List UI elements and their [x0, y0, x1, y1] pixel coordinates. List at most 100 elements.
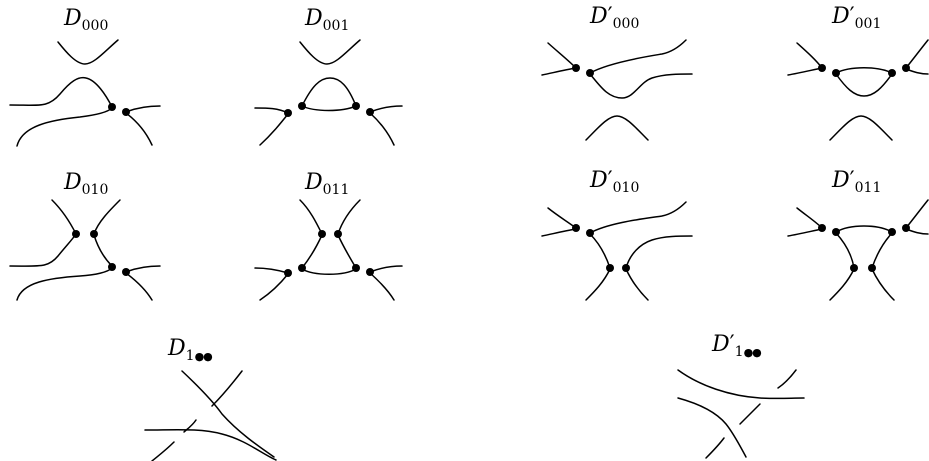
Dprime000-bottom-cap-strand: [585, 115, 649, 141]
label-D1: D1●●: [168, 336, 213, 364]
Dprime001-vertex-dot: [818, 64, 826, 72]
Dprime001-vertex-dot: [888, 69, 896, 77]
Dprime010-left-lower-strand: [541, 228, 577, 237]
D011-vertex-dot: [352, 264, 360, 272]
D001-loop-top: [301, 77, 357, 107]
Dprime001-left-lower-strand: [787, 67, 823, 76]
Dprime011-left-lower-strand: [787, 228, 823, 237]
Dprime001-right-upper-strand: [905, 39, 929, 69]
diagram-D000: [9, 39, 161, 147]
Dprime011-vertex-dot: [832, 228, 840, 236]
Dprime011-right-inner-strand: [871, 232, 893, 269]
label-Dprime010: D′010: [590, 168, 640, 196]
D010-right-lower-strand: [125, 272, 153, 301]
Dprime010-upper-strand: [589, 201, 687, 234]
diagram-Dprime1: [677, 369, 805, 459]
diagram-Dprime010: [541, 201, 693, 301]
Dprime011-left-bottom-strand: [829, 268, 855, 301]
D011-bottom-bridge-strand: [301, 268, 357, 275]
label-D001: D001: [305, 6, 350, 34]
Dprime000-left-upper-strand: [547, 42, 577, 69]
D001-vertex-dot: [284, 109, 292, 117]
D011-left-lower-strand: [259, 273, 289, 301]
label-Dprime1: D′1●●: [712, 332, 762, 360]
diagram-D011: [254, 199, 403, 301]
D010-left-upper-strand: [51, 199, 77, 235]
D010-right-mid-strand: [125, 265, 161, 273]
diagram-Dprime001: [787, 39, 929, 141]
Dprime010-left-upper-strand: [547, 207, 577, 229]
Dprime1-under-segment-upper: [777, 369, 797, 389]
Dprime001-vertex-dot: [832, 69, 840, 77]
D001-vertex-dot: [298, 102, 306, 110]
D1-under-segment-upper: [211, 370, 243, 407]
D001-vertex-dot: [352, 102, 360, 110]
Dprime000-lower-strand: [589, 73, 693, 99]
Dprime000-upper-strand: [589, 39, 687, 74]
D011-vertex-dot: [298, 264, 306, 272]
Dprime010-vertex-dot: [586, 229, 594, 237]
Dprime010-vertex-dot: [622, 264, 630, 272]
D001-vertex-dot: [366, 108, 374, 116]
label-Dprime001: D′001: [832, 4, 882, 32]
label-Dprime011: D′011: [832, 168, 882, 196]
D011-vertex-dot: [318, 230, 326, 238]
D000-vertex-dot: [122, 108, 130, 116]
D010-middle-strand: [93, 234, 113, 267]
D000-right-upper-strand: [125, 105, 161, 113]
D010-left-lower-strand: [9, 233, 77, 267]
Dprime011-vertex-dot: [818, 224, 826, 232]
D010-right-upper-strand: [93, 199, 121, 235]
diagram-D001: [254, 39, 403, 146]
diagram-Dprime011: [787, 199, 929, 301]
D011-right-mid-strand: [369, 265, 403, 273]
Dprime011-top-bridge-strand: [835, 225, 893, 233]
Dprime000-vertex-dot: [572, 64, 580, 72]
D011-vertex-dot: [334, 230, 342, 238]
D010-bottom-strand: [16, 267, 113, 301]
D011-right-lower-strand: [369, 272, 395, 301]
Dprime011-vertex-dot: [868, 264, 876, 272]
Dprime000-left-lower-strand: [541, 67, 577, 76]
D011-right-inner-strand: [337, 234, 357, 269]
D010-vertex-dot: [108, 263, 116, 271]
Dprime011-right-upper-strand: [905, 199, 929, 229]
Dprime011-vertex-dot: [902, 224, 910, 232]
diagram-D1: [144, 370, 277, 461]
D011-right-upper-strand: [337, 199, 361, 235]
Dprime010-vertex-dot: [606, 264, 614, 272]
D001-right-lower-strand: [369, 112, 395, 146]
Dprime1-under-segment-lower: [705, 437, 725, 459]
Dprime010-vertex-dot: [572, 224, 580, 232]
D010-vertex-dot: [72, 230, 80, 238]
D001-top-cap-strand: [299, 39, 361, 65]
D1-under-segment-mid: [183, 419, 197, 433]
D000-vertex-dot: [108, 103, 116, 111]
D001-loop-bottom: [301, 105, 357, 112]
D000-upper-strand: [9, 76, 113, 108]
D1-over-strand-1: [181, 370, 275, 458]
D000-lower-strand: [16, 107, 113, 147]
Dprime011-right-bottom-strand: [871, 268, 895, 301]
D011-left-upper-strand: [299, 199, 323, 235]
Dprime001-bottom-cap-strand: [829, 115, 893, 141]
label-D010: D010: [64, 170, 109, 198]
D000-right-lower-strand: [125, 112, 153, 146]
D011-left-inner-strand: [301, 234, 323, 269]
D000-top-cap-strand: [57, 39, 119, 65]
D011-left-mid-strand: [254, 267, 289, 274]
label-D011: D011: [305, 170, 350, 198]
Dprime001-vertex-dot: [902, 64, 910, 72]
D001-left-upper-strand: [254, 107, 289, 114]
label-D000: D000: [64, 6, 109, 34]
label-Dprime000: D′000: [590, 4, 640, 32]
Dprime010-right-bottom-strand: [625, 268, 649, 301]
Dprime001-left-upper-strand: [796, 42, 823, 69]
D001-left-lower-strand: [259, 113, 289, 146]
D1-over-strand-2: [144, 428, 277, 461]
D010-vertex-dot: [90, 230, 98, 238]
Dprime010-right-inner-strand: [625, 235, 693, 269]
diagram-Dprime000: [541, 39, 693, 141]
